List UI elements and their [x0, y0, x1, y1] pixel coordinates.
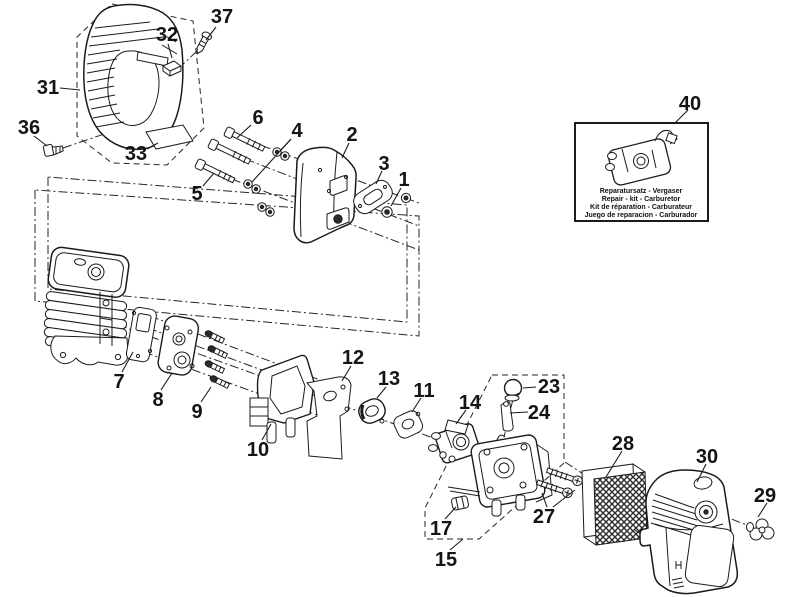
callout-28: 28: [612, 433, 634, 455]
part-28-air-filter: [581, 463, 648, 546]
callout-32: 32: [156, 24, 178, 46]
part-31-fan-housing: [83, 3, 184, 151]
cylinder: [43, 246, 130, 366]
callout-23: 23: [538, 376, 560, 398]
part-11-gasket: [393, 410, 424, 439]
part-7-gasket: [125, 306, 157, 363]
kit-box-carburetor-art: [605, 130, 678, 186]
kit-line-de: Reparatursatz - Vergaser: [600, 188, 683, 195]
leader-lines: [33, 26, 768, 551]
callout-8: 8: [152, 389, 163, 411]
kit-box-40: Reparatursatz - Vergaser Repair - kit - …: [574, 122, 709, 222]
part-12-heat-shield: [306, 376, 352, 460]
callout-10: 10: [247, 439, 269, 461]
callout-2: 2: [346, 124, 357, 146]
part-32-clip: [162, 60, 182, 77]
callout-15: 15: [435, 549, 457, 571]
callout-9: 9: [191, 401, 202, 423]
part-14-carburetor: [428, 419, 481, 464]
callout-36: 36: [18, 117, 40, 139]
callout-37: 37: [211, 6, 233, 28]
carb-bracket-dashed-box-15: [424, 374, 565, 540]
callout-1: 1: [398, 169, 409, 191]
callout-31: 31: [37, 77, 59, 99]
fan-housing-dashed-box: [76, 3, 205, 166]
part-36-screw: [42, 143, 64, 157]
callout-17: 17: [430, 518, 452, 540]
part-17-grommet: [450, 495, 470, 511]
callouts: 1 2 3 4 5 6 7 8 9 10 11 12 13 14 15 17 2…: [18, 6, 776, 571]
callout-27: 27: [533, 506, 555, 528]
part-24-lever: [500, 401, 514, 432]
callout-13: 13: [378, 368, 400, 390]
kit-line-es: Juego de reparacion - Carburador: [585, 212, 698, 219]
callout-11: 11: [413, 380, 434, 402]
kit-line-en: Repair - kit - Carburetor: [602, 196, 681, 203]
part-13-spacer: [358, 398, 386, 424]
callout-24: 24: [528, 402, 551, 424]
callout-40: 40: [679, 93, 701, 115]
part-29-knob: [746, 518, 775, 541]
part-2-muffler: [293, 146, 357, 244]
carb-bracket-plate: [447, 434, 553, 517]
part-3-gasket: [353, 179, 393, 215]
callout-5: 5: [191, 183, 202, 205]
callout-29: 29: [754, 485, 776, 507]
callout-7: 7: [113, 371, 124, 393]
part-23-primer-bulb: [503, 378, 523, 402]
bolts-5-6: [194, 126, 266, 184]
washers-4: [243, 147, 290, 217]
callout-14: 14: [459, 392, 482, 414]
part-8-insulator: [157, 315, 200, 376]
part-1-nut-washer: [381, 192, 412, 218]
kit-line-fr: Kit de réparation - Carburateur: [590, 204, 692, 211]
callout-4: 4: [291, 120, 303, 142]
part-30-filter-cover: [639, 469, 739, 595]
screws-9: [204, 330, 231, 389]
callout-6: 6: [252, 107, 263, 129]
callout-12: 12: [342, 347, 364, 369]
callout-30: 30: [696, 446, 718, 468]
callout-3: 3: [378, 153, 389, 175]
screws-27: [535, 467, 583, 499]
part-10-bracket: [249, 354, 315, 444]
callout-33: 33: [125, 143, 147, 165]
